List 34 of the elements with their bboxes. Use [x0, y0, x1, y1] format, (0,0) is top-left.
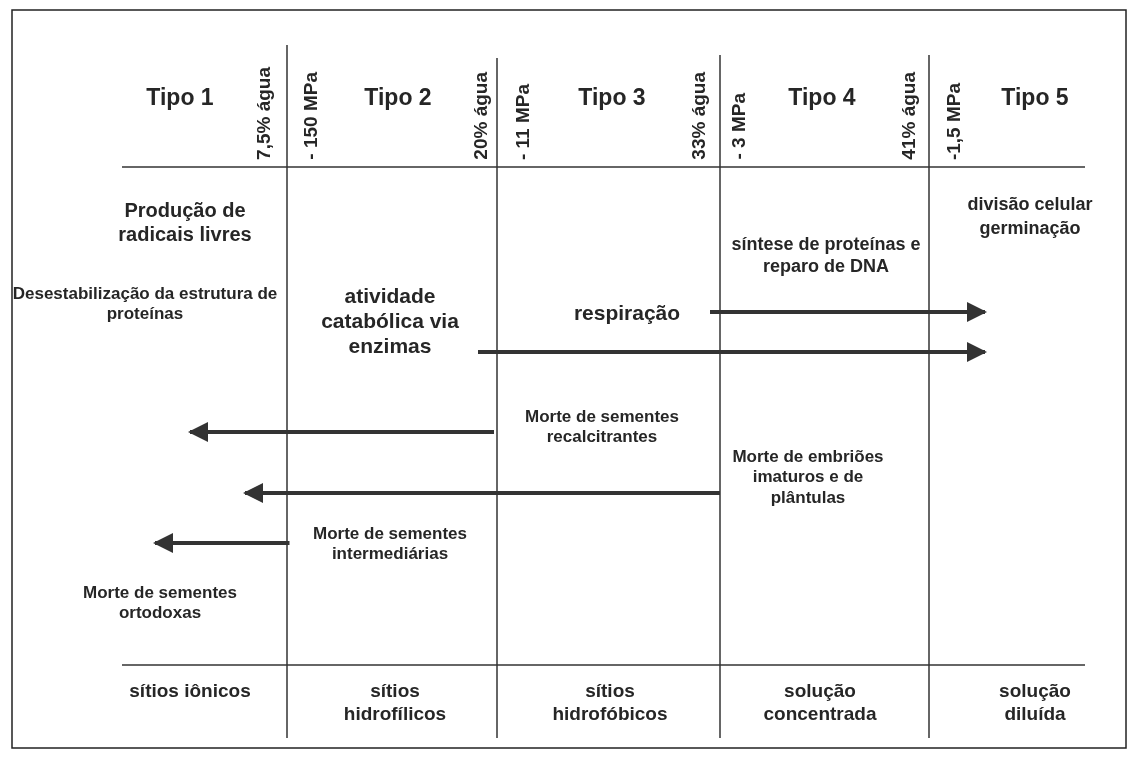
process-label: respiração [552, 300, 702, 326]
column-heading: Tipo 4 [787, 84, 857, 112]
water-content-label: 33% água [689, 72, 710, 160]
water-potential-label: - 150 MPa [301, 72, 322, 160]
site-label: sítios hidrofílicos [342, 680, 448, 726]
process-label: síntese de proteínas e reparo de DNA [730, 234, 922, 278]
arrow [153, 533, 290, 553]
process-label: Morte de sementes ortodoxas [82, 583, 238, 624]
process-label: Morte de sementes intermediárias [297, 524, 483, 565]
process-label: Morte de sementes recalcitrantes [502, 407, 702, 448]
column-heading: Tipo 5 [1000, 84, 1070, 112]
arrow [710, 302, 987, 322]
water-potential-label: - 11 MPa [513, 83, 534, 160]
column-heading: Tipo 1 [145, 84, 215, 112]
water-content-label: 7,5% água [254, 67, 275, 160]
process-label: Desestabilização da estrutura de proteínas [11, 284, 279, 325]
site-label: sítios hidrofóbicos [551, 680, 669, 726]
water-potential-label: - 3 MPa [729, 93, 750, 160]
process-label: Morte de embriões imaturos e de plântulas [728, 447, 888, 509]
process-label: divisão celular [966, 194, 1094, 216]
water-content-label: 41% água [899, 72, 920, 160]
column-heading: Tipo 2 [363, 84, 433, 112]
process-label: germinação [978, 218, 1082, 240]
column-heading: Tipo 3 [577, 84, 647, 112]
process-label: atividade catabólica via enzimas [310, 283, 470, 359]
water-potential-label: -1,5 MPa [944, 82, 965, 160]
arrow [478, 342, 987, 362]
site-label: solução diluída [998, 680, 1072, 726]
arrow [188, 422, 494, 442]
arrow [243, 483, 720, 503]
process-label: Produção de radicais livres [117, 198, 253, 246]
site-label: solução concentrada [762, 680, 878, 726]
water-content-label: 20% água [471, 72, 492, 160]
site-label: sítios iônicos [128, 680, 252, 703]
